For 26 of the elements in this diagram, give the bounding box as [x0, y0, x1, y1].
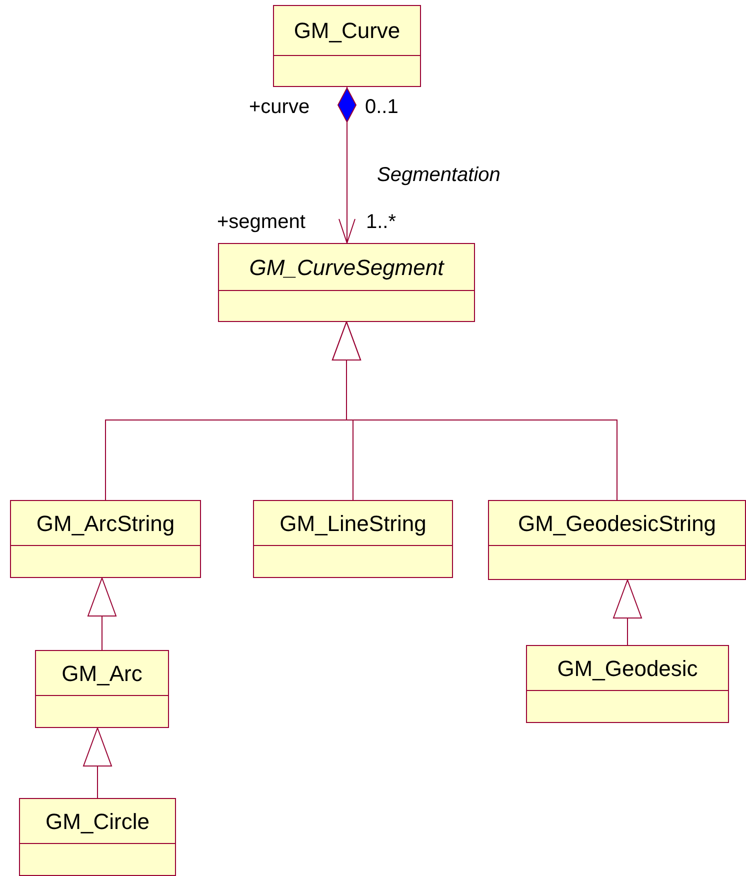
- role-label: 0..1: [365, 95, 398, 120]
- role-label: +segment: [217, 210, 306, 235]
- class-box: [526, 645, 729, 723]
- class-name: GM_Curve: [294, 17, 400, 45]
- class-box: [10, 500, 201, 578]
- composition-arrow: [338, 86, 356, 244]
- class-name: GM_CurveSegment: [249, 254, 444, 282]
- generalization-arrow: [332, 322, 618, 500]
- class-box: [253, 500, 453, 578]
- class-name: GM_ArcString: [36, 510, 175, 538]
- generalization-arrow: [613, 580, 642, 646]
- generalization-arrow: [88, 578, 116, 650]
- class-box: [488, 500, 746, 580]
- generalization-arrow: [83, 728, 112, 798]
- class-name: GM_Geodesic: [557, 654, 698, 682]
- class-box: [19, 798, 176, 876]
- class-name: GM_Circle: [46, 808, 150, 836]
- class-name: GM_Arc: [62, 660, 142, 688]
- class-name: GM_GeodesicString: [518, 510, 716, 538]
- class-box: [35, 650, 169, 728]
- class-box: [218, 243, 475, 322]
- role-label: +curve: [249, 95, 310, 120]
- role-label: 1..*: [366, 210, 396, 235]
- association-name: Segmentation: [377, 163, 500, 188]
- class-box: [273, 5, 421, 87]
- class-name: GM_LineString: [280, 510, 426, 538]
